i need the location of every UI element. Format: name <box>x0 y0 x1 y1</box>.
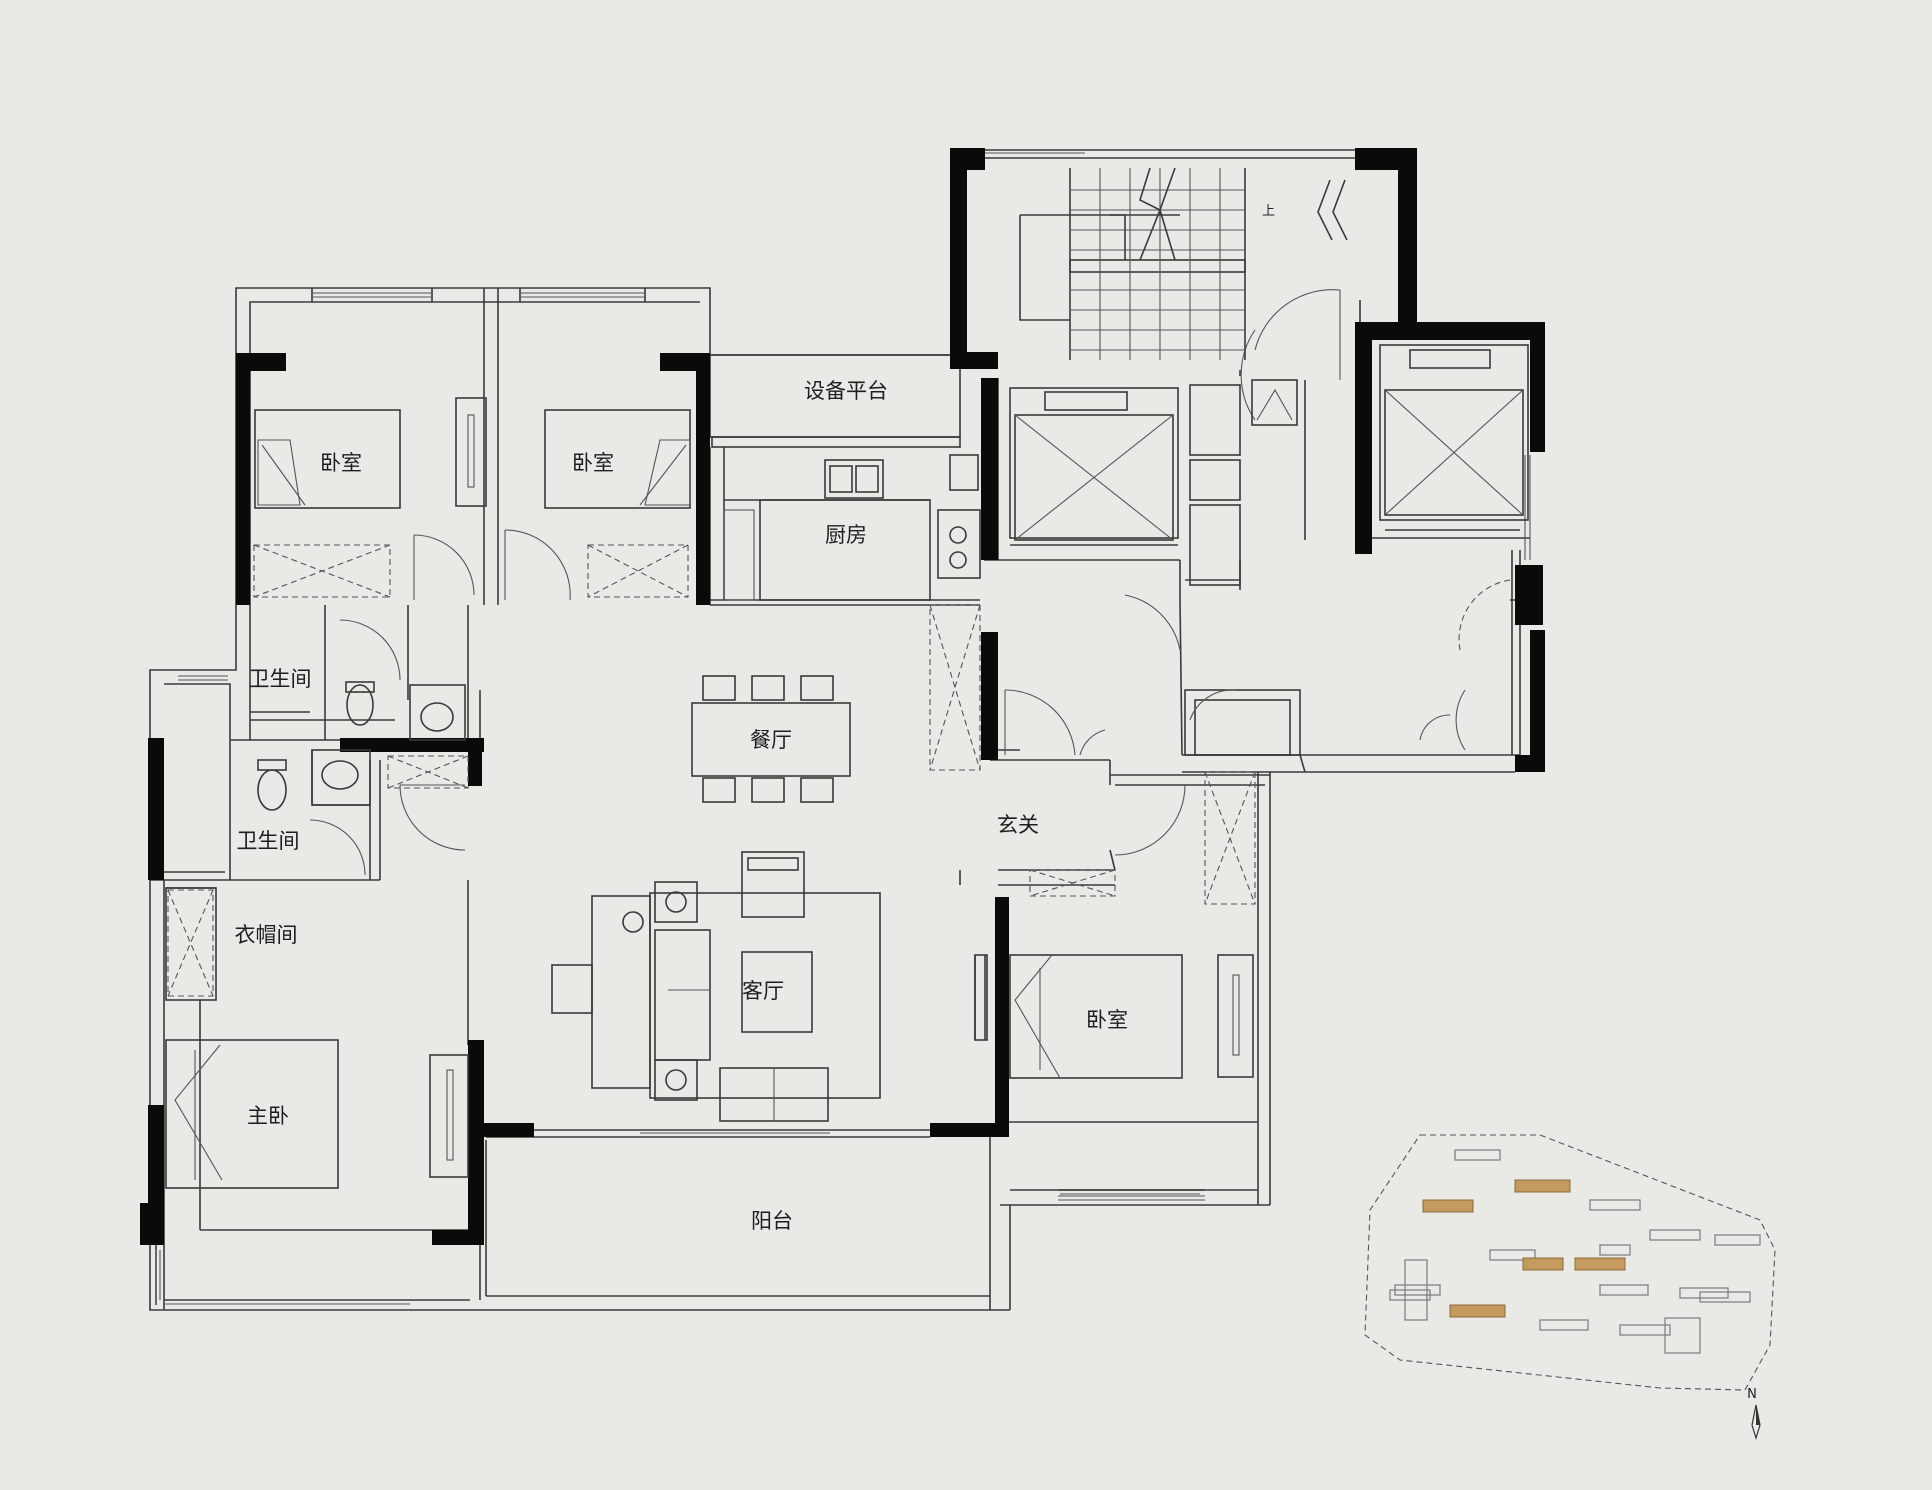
highlighted-buildings <box>1422 1179 1626 1318</box>
stairwell <box>1019 167 1348 360</box>
compass-north-label: N <box>1747 1387 1757 1402</box>
label-bedroom-nw: 卧室 <box>320 451 362 475</box>
label-living: 客厅 <box>742 979 784 1003</box>
structural-walls <box>140 148 1545 1245</box>
beds <box>165 397 1254 1189</box>
dining-set <box>691 675 851 803</box>
living-furniture <box>551 851 881 1122</box>
label-equipment-platform: 设备平台 <box>804 379 888 403</box>
wardrobes <box>167 544 1256 997</box>
label-bedroom-n2: 卧室 <box>572 451 614 475</box>
label-dining: 餐厅 <box>750 728 792 752</box>
room-labels: 卧室 卧室 设备平台 厨房 卫生间 卫生间 餐厅 玄关 衣帽间 客厅 卧室 主卧… <box>235 379 1129 1233</box>
compass: N <box>1747 1387 1761 1441</box>
elevators <box>1009 344 1529 586</box>
label-closet: 衣帽间 <box>235 923 298 947</box>
label-bedroom-e: 卧室 <box>1086 1008 1128 1032</box>
bath-fixtures <box>164 681 466 873</box>
kitchen-fixtures <box>723 454 981 601</box>
label-bath-upper: 卫生间 <box>249 667 312 691</box>
wall-outlines <box>149 149 1530 1311</box>
site-key-map <box>1364 1134 1776 1391</box>
windows <box>155 455 1531 1305</box>
stair-up-mark: 上 <box>1262 204 1275 219</box>
label-foyer: 玄关 <box>997 813 1039 837</box>
label-master: 主卧 <box>247 1104 289 1128</box>
label-kitchen: 厨房 <box>825 523 867 547</box>
label-balcony: 阳台 <box>751 1209 793 1233</box>
door-swings <box>309 289 1511 876</box>
label-bath-lower: 卫生间 <box>237 829 300 853</box>
